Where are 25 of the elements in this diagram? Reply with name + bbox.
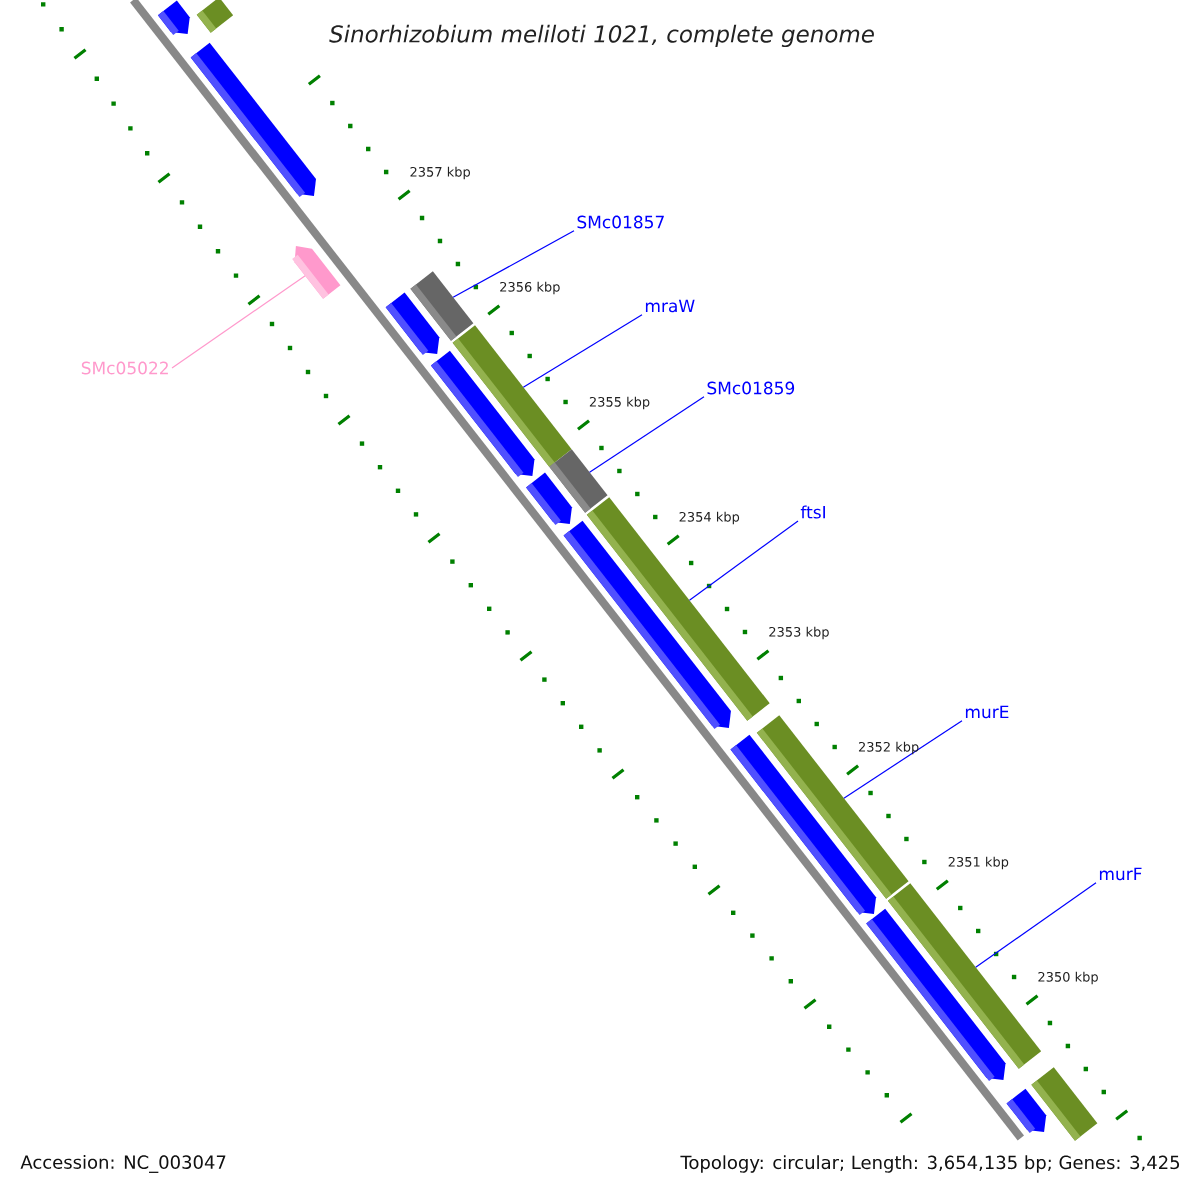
- leader-line: [843, 720, 963, 799]
- summary-text: Topology: circular; Length: 3,654,135 bp; Genes: 3,425: [680, 1155, 1180, 1173]
- gene-feature: [385, 292, 440, 356]
- leader-line: [975, 882, 1097, 968]
- gene-label: mraW: [645, 299, 695, 313]
- leader-line: [452, 230, 575, 298]
- gene-feature: [292, 246, 341, 299]
- gene-label: SMc01857: [577, 215, 664, 229]
- gene-feature: [190, 42, 316, 198]
- gene-feature: [430, 350, 535, 478]
- gene-label: murE: [965, 705, 1009, 719]
- gene-label: murF: [1099, 867, 1142, 881]
- title: Sinorhizobium meliloti 1021, complete genome: [325, 20, 879, 52]
- leader-line: [589, 396, 705, 473]
- gene-label: SMc01859: [707, 381, 795, 395]
- accession-text: Accession: NC_003047: [20, 1155, 226, 1173]
- gene-label: ftsI: [800, 505, 825, 519]
- gene-feature: [526, 472, 572, 526]
- gene-feature: [1006, 1088, 1047, 1134]
- gene-feature: [157, 0, 190, 36]
- gene-label: SMc05022: [81, 361, 168, 375]
- leader-line: [171, 275, 306, 369]
- leader-line: [688, 520, 799, 601]
- gene-feature: [866, 908, 1006, 1082]
- gene-feature: [196, 0, 234, 33]
